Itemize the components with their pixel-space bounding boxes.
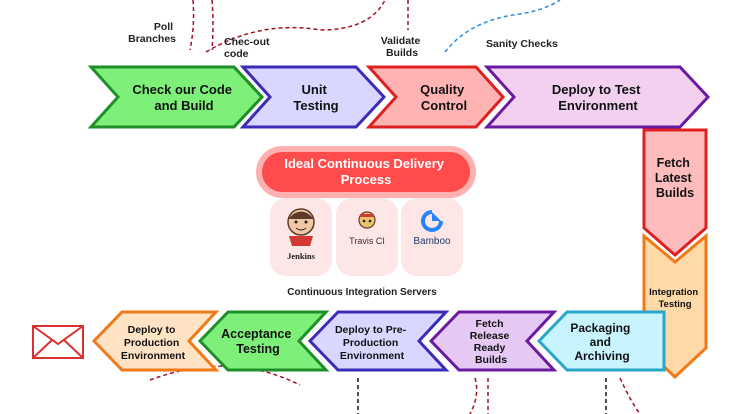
step-label: Quality Control <box>420 82 468 113</box>
step-unit-testing: Unit Testing <box>239 65 387 129</box>
bottom-row: Packaging and Archiving Fetch Release Re… <box>91 310 666 372</box>
step-label: Acceptance Testing <box>221 327 295 356</box>
travis-ci-logo-icon <box>358 211 376 229</box>
step-check-code-build: Check our Code and Build <box>87 65 265 129</box>
connector-bottom-fetch <box>469 377 478 414</box>
connector-checkout-curve <box>205 0 386 53</box>
step-packaging-archiving: Packaging and Archiving <box>536 310 666 372</box>
servers-caption: Continuous Integration Servers <box>287 287 437 298</box>
server-name: Jenkins <box>287 251 316 261</box>
server-card-travis: Travis CI <box>336 198 398 276</box>
server-name: Bamboo <box>413 236 451 247</box>
step-acceptance-testing: Acceptance Testing <box>197 310 330 372</box>
step-deploy-preprod-env: Deploy to Pre- Production Environment <box>307 310 450 372</box>
step-deploy-test-env: Deploy to Test Environment <box>483 65 711 129</box>
step-label: Deploy to Test Environment <box>552 82 644 113</box>
step-deploy-production-env: Deploy to Production Environment <box>91 310 220 372</box>
connector-sanity <box>444 0 561 53</box>
step-label: Check our Code and Build <box>132 82 235 113</box>
bamboo-logo-icon <box>421 210 443 232</box>
annotation-poll: Poll Branches <box>128 21 176 45</box>
connector-poll <box>189 0 195 51</box>
step-label: Deploy to Production Environment <box>121 324 186 362</box>
step-label: Fetch Release Ready Builds <box>470 318 513 366</box>
server-name: Travis CI <box>349 236 385 246</box>
annotation-sanity: Sanity Checks <box>486 38 558 50</box>
step-label: Integration Testing <box>649 287 701 310</box>
annotation-validate: Validate Builds <box>381 35 424 59</box>
server-card-bamboo: Bamboo <box>401 198 463 276</box>
step-quality-control: Quality Control <box>365 65 506 129</box>
step-label: Unit Testing <box>293 82 338 113</box>
step-label: Packaging and Archiving <box>570 321 633 363</box>
connector-lines <box>149 0 641 414</box>
mail-envelope-icon <box>32 325 84 359</box>
right-column: Fetch Latest Builds Integration Testing <box>642 128 708 380</box>
step-fetch-latest-builds: Fetch Latest Builds <box>642 128 708 257</box>
step-label: Deploy to Pre- Production Environment <box>335 324 409 362</box>
annotation-checkout: Chec-out code <box>224 36 272 60</box>
connector-checkout <box>211 0 214 51</box>
center-title: Ideal Continuous Delivery Process <box>256 146 476 198</box>
step-label: Fetch Latest Builds <box>655 156 695 200</box>
server-cards: Jenkins Travis CI Bamboo <box>270 198 463 276</box>
connector-bottom-pack2 <box>619 377 641 414</box>
top-row: Check our Code and Build Unit Testing Qu… <box>87 65 711 129</box>
step-fetch-release-builds: Fetch Release Ready Builds <box>428 310 558 372</box>
server-card-jenkins: Jenkins <box>270 198 332 276</box>
center-title-text: Ideal Continuous Delivery Process <box>284 156 447 187</box>
jenkins-logo-icon <box>287 208 315 246</box>
